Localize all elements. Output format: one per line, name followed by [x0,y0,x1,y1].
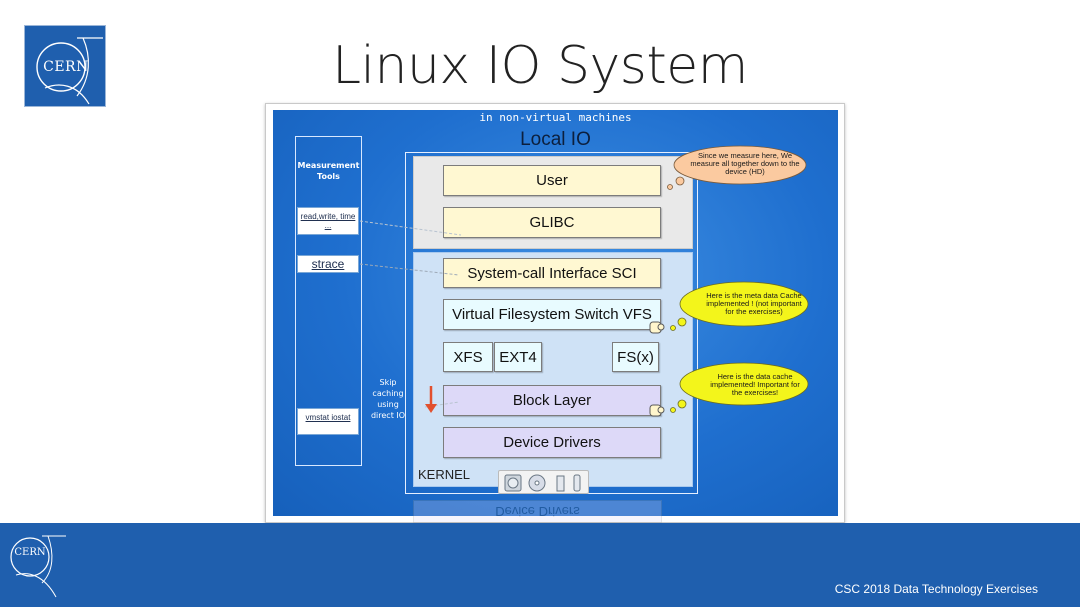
layer-vfs: Virtual Filesystem Switch VFS [443,299,661,330]
cache-marker-icon [649,320,665,335]
hard-disk-icon [504,474,522,492]
footer-caption: CSC 2018 Data Technology Exercises [834,582,1038,596]
cern-footer-rings-icon [10,535,66,598]
cloud-bubble-icon [670,362,809,413]
layer-user: User [443,165,661,196]
cloud-bubble-icon [667,145,807,190]
callout-vfs-text: Here is the meta data Cache implemented … [706,291,802,316]
optical-disc-icon [528,474,546,492]
layer-ext4: EXT4 [494,342,542,372]
layer-block: Block Layer [443,385,661,416]
device-icons-strip [498,470,589,494]
footer-bar [0,523,1080,607]
tool-strace: strace [297,255,359,273]
callout-vfs: Here is the meta data Cache implemented … [664,280,814,332]
diagram-reflection: Device Drivers [413,500,662,523]
cern-logo-rings-icon [36,37,103,105]
skip-caching-note: Skip caching using direct IO [370,378,406,420]
layer-device-drivers: Device Drivers [443,427,661,458]
cloud-bubble-icon [670,281,809,331]
callout-block: Here is the data cache implemented! Impo… [664,362,814,414]
layer-fsx: FS(x) [612,342,659,372]
layer-glibc: GLIBC [443,207,661,238]
callout-block-text: Here is the data cache implemented! Impo… [710,372,800,397]
tool-read-write-time: read,write, time ... [297,207,359,235]
usb-drive-icon [556,475,565,492]
flash-stick-icon [573,474,581,492]
cache-marker-icon [649,403,665,418]
callout-user-text: Since we measure here, We measure all to… [690,151,800,176]
measurement-tools-column [295,136,362,466]
callout-user: Since we measure here, We measure all to… [660,143,810,193]
measurement-tools-header: Measurement Tools [297,161,360,181]
direct-io-arrow-icon [425,386,437,413]
reflection-device-drivers: Device Drivers [413,500,662,523]
diagram-heading: Local IO [520,129,591,150]
cern-footer-logo-text: CERN [14,547,46,558]
tool-vmstat-iostat: vmstat iostat [297,408,359,435]
slide-title: Linux IO System [332,36,748,96]
layer-system-call-interface: System-call Interface SCI [443,258,661,288]
kernel-label: KERNEL [418,467,471,482]
layer-xfs: XFS [443,342,493,372]
diagram-subtitle: in non-virtual machines [479,111,632,124]
cern-footer-logo: CERN [4,533,68,601]
connector-lines [359,220,462,413]
